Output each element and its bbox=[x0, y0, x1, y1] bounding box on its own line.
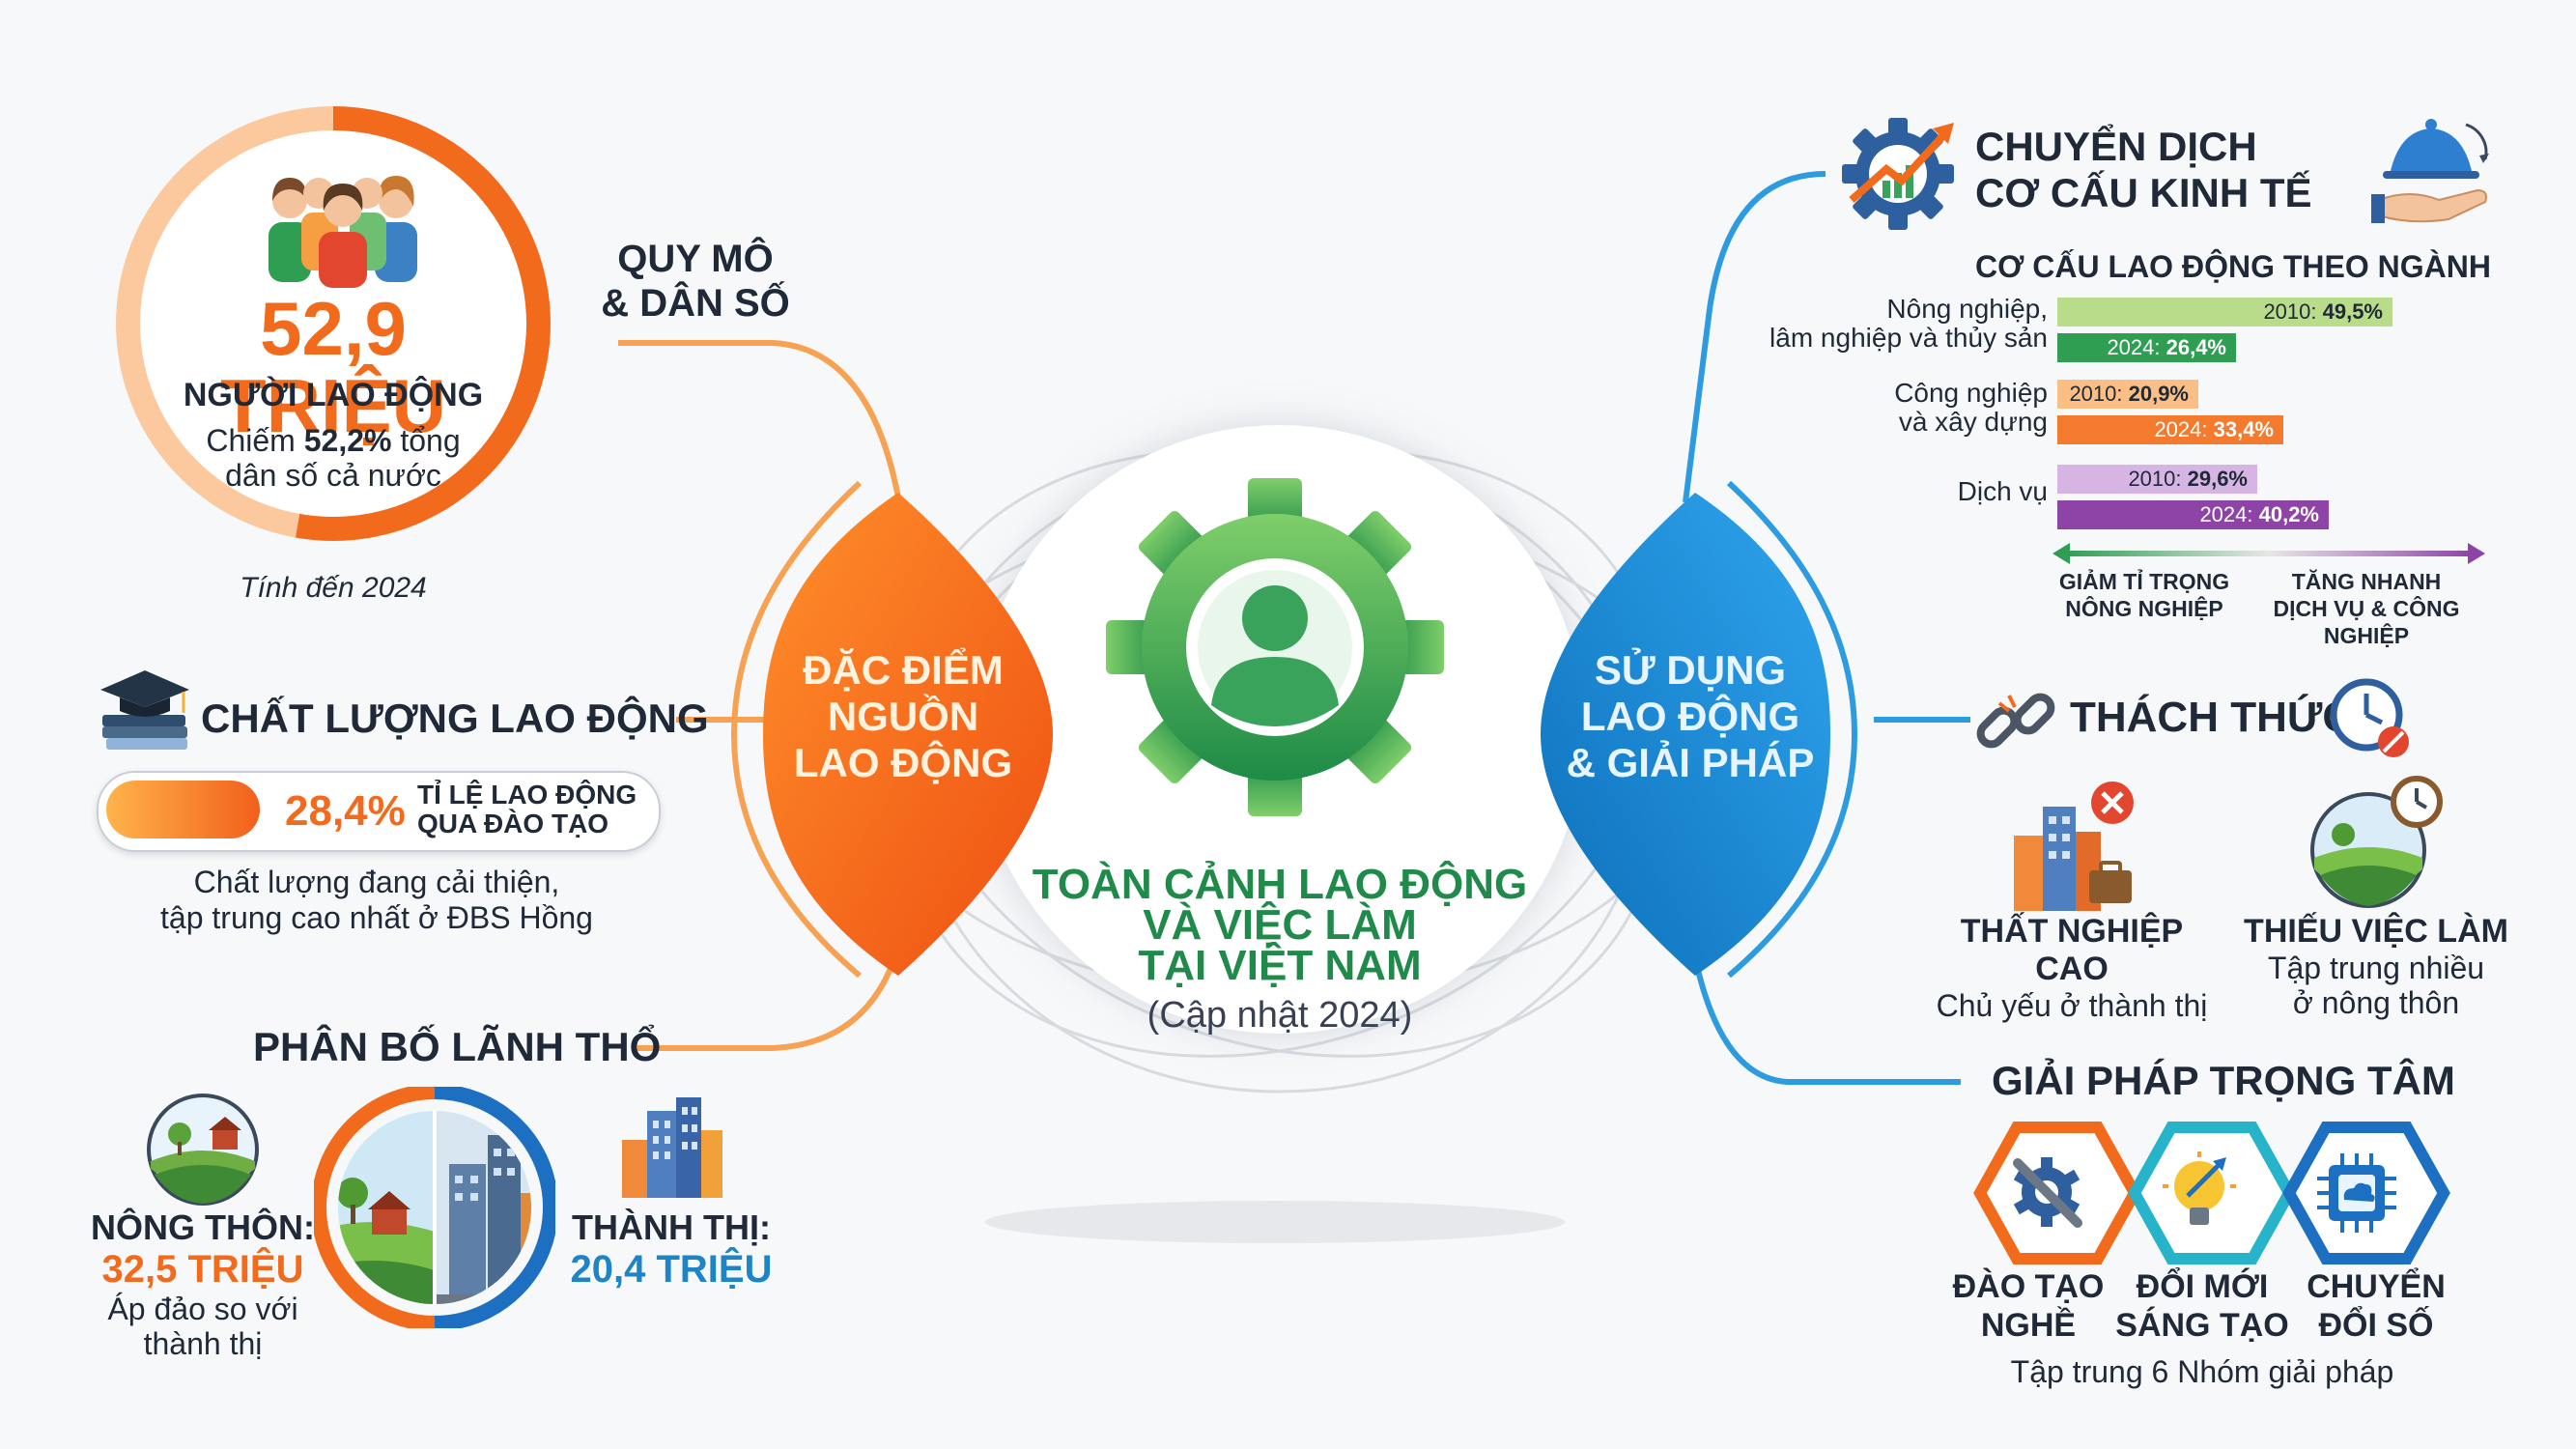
shift-title-line2: CƠ CẤU KINH TẾ bbox=[1975, 170, 2312, 215]
solution3-line2: ĐỔI SỐ bbox=[2318, 1307, 2434, 1344]
left-hub-line1: ĐẶC ĐIỂM bbox=[803, 647, 1004, 693]
clock-cancel-icon bbox=[2330, 678, 2409, 757]
city-buildings-icon bbox=[622, 1097, 722, 1198]
broken-chain-icon bbox=[1976, 693, 2055, 749]
lightbulb-icon bbox=[2163, 1151, 2236, 1225]
rural-farm-icon bbox=[147, 1094, 259, 1206]
chart-bar-2-year: 2010: bbox=[2069, 382, 2129, 406]
arrow-right-line1: TĂNG NHANH bbox=[2291, 569, 2442, 594]
left-hub-line3: LAO ĐỘNG bbox=[793, 740, 1013, 785]
chart-trend-arrows bbox=[2052, 543, 2485, 564]
urban-label: THÀNH THỊ: bbox=[572, 1208, 771, 1247]
left-hub-line2: NGUỒN bbox=[827, 694, 979, 739]
arrow-right-line2: DỊCH VỤ & CÔNG NGHIỆP bbox=[2273, 596, 2460, 648]
chart-category-0-line2: lâm nghiệp và thủy sản bbox=[1769, 323, 2048, 353]
arrow-left-line2: NÔNG NGHIỆP bbox=[2065, 596, 2223, 621]
chart-bar-0-year: 2010: bbox=[2263, 299, 2323, 324]
center-subtitle: (Cập nhật 2024) bbox=[1146, 995, 1413, 1036]
center-shadow bbox=[985, 1201, 1565, 1243]
rural-value: 32,5 TRIỆU bbox=[101, 1248, 304, 1291]
scale-title-line1: QUY MÔ bbox=[617, 238, 774, 280]
chart-bar-2: 2010: 20,9% bbox=[2057, 380, 2198, 409]
quality-label-line1: TỈ LỆ LAO ĐỘNG bbox=[417, 780, 637, 810]
scale-big-number: 52,9 TRIỆU bbox=[220, 286, 446, 448]
left-hub-shape bbox=[763, 493, 1053, 976]
urban-value: 20,4 TRIỆU bbox=[570, 1248, 773, 1291]
right-hub-line2: LAO ĐỘNG bbox=[1580, 694, 1800, 739]
chart-bar-3-value: 33,4% bbox=[2213, 417, 2274, 441]
solution1-line1: ĐÀO TẠO bbox=[1952, 1268, 2105, 1305]
people-group-icon bbox=[269, 176, 417, 288]
chart-bar-1: 2024: 26,4% bbox=[2057, 333, 2236, 362]
chart-bar-5-value: 40,2% bbox=[2258, 502, 2319, 526]
scale-desc-prefix: Chiếm bbox=[206, 423, 304, 458]
solutions-title: GIẢI PHÁP TRỌNG TÂM bbox=[1992, 1058, 2455, 1103]
shift-title-line1: CHUYỂN DỊCH bbox=[1975, 124, 2257, 169]
scale-desc-suffix: tổng bbox=[391, 423, 461, 458]
right-hub-line1: SỬ DỤNG bbox=[1594, 647, 1787, 693]
chip-cloud-icon bbox=[2317, 1153, 2396, 1233]
quality-desc-line1: Chất lượng đang cải thiện, bbox=[193, 865, 560, 899]
city-split-icon bbox=[314, 1087, 555, 1328]
chart-bar-5-year: 2024: bbox=[2199, 502, 2259, 526]
center-title-line3: TẠI VIỆT NAM bbox=[1138, 942, 1422, 989]
graduation-cap-icon bbox=[100, 670, 189, 750]
challenge2-desc-line1: Tập trung nhiều bbox=[2267, 951, 2485, 985]
chart-bar-3: 2024: 33,4% bbox=[2057, 415, 2283, 444]
center-title-line2: VÀ VIỆC LÀM bbox=[1143, 901, 1417, 949]
scale-desc-value: 52,2% bbox=[303, 423, 392, 458]
wrench-gear-icon bbox=[2013, 1157, 2082, 1228]
challenges-title: THÁCH THỨC bbox=[2070, 694, 2354, 741]
challenge2-desc-line2: ở nông thôn bbox=[2292, 985, 2460, 1020]
chart-category-1-line1: Công nghiệp bbox=[1894, 378, 2048, 408]
territory-title: PHÂN BỐ LÃNH THỔ bbox=[253, 1024, 662, 1069]
chart-category-2-line1: Dịch vụ bbox=[1957, 476, 2048, 506]
chart-title: CƠ CẤU LAO ĐỘNG THEO NGÀNH bbox=[1975, 249, 2491, 284]
chart-bar-4: 2010: 29,6% bbox=[2057, 465, 2257, 494]
scale-desc: Chiếm 52,2% tổng dân số cả nước bbox=[140, 423, 526, 493]
farm-clock-icon bbox=[2310, 776, 2443, 908]
chart-bar-1-value: 26,4% bbox=[2166, 335, 2226, 359]
challenge1-desc: Chủ yếu ở thành thị bbox=[1936, 988, 2208, 1023]
solution3-line1: CHUYỂN bbox=[2307, 1268, 2446, 1305]
chart-bar-0: 2010: 49,5% bbox=[2057, 298, 2392, 327]
chart-category-1-line2: và xây dựng bbox=[1898, 407, 2048, 437]
scale-label: NGƯỜI LAO ĐỘNG bbox=[183, 377, 484, 413]
solution2-line2: SÁNG TẠO bbox=[2115, 1307, 2289, 1344]
city-unemployment-icon bbox=[2014, 781, 2134, 911]
chart-bar-5: 2024: 40,2% bbox=[2057, 500, 2329, 529]
scale-desc-line2: dân số cả nước bbox=[225, 458, 441, 493]
hand-bell-icon bbox=[2371, 119, 2489, 223]
chart-bar-0-value: 49,5% bbox=[2322, 299, 2383, 324]
arrow-left-line1: GIẢM TỈ TRỌNG bbox=[2058, 569, 2230, 594]
solutions-footer: Tập trung 6 Nhóm giải pháp bbox=[2010, 1354, 2394, 1389]
right-hub-shape bbox=[1541, 493, 1830, 976]
chart-bar-3-year: 2024: bbox=[2154, 417, 2214, 441]
rural-desc-line1: Áp đảo so với bbox=[107, 1292, 298, 1326]
solution1-line2: NGHỀ bbox=[1980, 1307, 2077, 1344]
chart-bar-2-value: 20,9% bbox=[2128, 382, 2189, 406]
chart-bar-1-year: 2024: bbox=[2107, 335, 2166, 359]
gear-growth-icon bbox=[1842, 118, 1954, 230]
scale-title-line2: & DÂN SỐ bbox=[601, 282, 790, 325]
quality-label-line2: QUA ĐÀO TẠO bbox=[417, 809, 609, 838]
right-hub-line3: & GIẢI PHÁP bbox=[1566, 740, 1815, 785]
solution2-line1: ĐỔI MỚI bbox=[2136, 1268, 2269, 1305]
chart-bar-4-year: 2010: bbox=[2128, 467, 2188, 491]
quality-title: CHẤT LƯỢNG LAO ĐỘNG bbox=[201, 696, 709, 741]
scale-note: Tính đến 2024 bbox=[240, 572, 427, 604]
chart-category-0-line1: Nông nghiệp, bbox=[1886, 294, 2048, 324]
rural-label: NÔNG THÔN: bbox=[91, 1208, 315, 1247]
gear-person-icon bbox=[1106, 478, 1444, 816]
quality-progress-fill bbox=[106, 781, 260, 838]
challenge1-title: THẤT NGHIỆP CAO bbox=[1960, 913, 2184, 987]
center-title-line1: TOÀN CẢNH LAO ĐỘNG bbox=[1032, 861, 1528, 908]
challenge2-title: THIẾU VIỆC LÀM bbox=[2244, 913, 2508, 950]
rural-desc-line2: thành thị bbox=[143, 1326, 263, 1361]
chart-bar-4-value: 29,6% bbox=[2187, 467, 2248, 491]
quality-desc-line2: tập trung cao nhất ở ĐBS Hồng bbox=[160, 900, 593, 935]
quality-value: 28,4% bbox=[285, 787, 406, 835]
